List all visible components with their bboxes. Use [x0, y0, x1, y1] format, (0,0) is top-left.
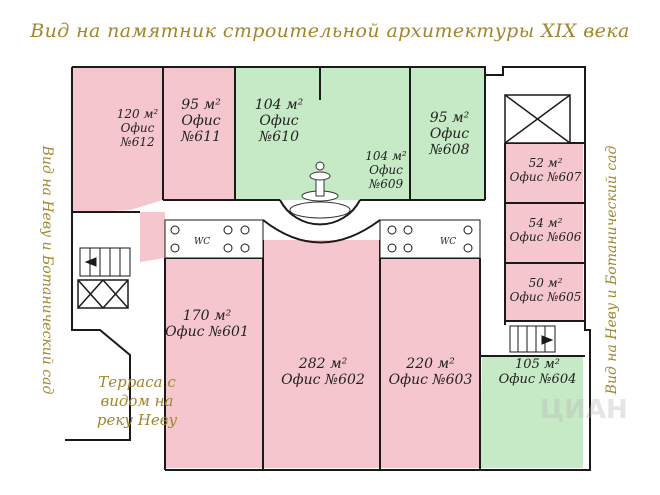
room-611-name: Офис №611	[181, 113, 221, 146]
room-612-fill[interactable]	[72, 67, 163, 212]
room-609-label[interactable]: 104 м² Офис №609	[355, 149, 417, 191]
room-603-name: Офис №603	[388, 372, 473, 389]
room-610-label[interactable]: 104 м² Офис №610	[238, 97, 320, 145]
room-610-area: 104 м²	[254, 97, 304, 113]
left-lower-fill	[130, 212, 165, 262]
room-607-name: Офис №607	[509, 169, 582, 184]
room-612-label[interactable]: 120 м² Офис №612	[110, 107, 165, 149]
room-605-area: 50 м²	[528, 276, 563, 290]
room-606-area: 54 м²	[528, 216, 563, 230]
wc-left-block	[164, 219, 264, 259]
room-607-label[interactable]: 52 м² Офис №607	[508, 156, 583, 185]
elevator-shaft-icon	[504, 94, 571, 144]
room-602-area: 282 м²	[298, 356, 348, 372]
room-611-label[interactable]: 95 м² Офис №611	[165, 97, 237, 145]
room-605-name: Офис №605	[509, 289, 582, 304]
room-605-label[interactable]: 50 м² Офис №605	[508, 276, 583, 305]
room-606-name: Офис №606	[509, 229, 582, 244]
room-609-area: 104 м²	[365, 149, 407, 163]
room-601-fill[interactable]	[165, 258, 263, 468]
fountain-icon	[289, 161, 351, 219]
room-604-fill[interactable]	[480, 356, 583, 468]
room-603-area: 220 м²	[406, 356, 455, 372]
room-604-label[interactable]: 105 м² Офис №604	[490, 357, 585, 388]
terrace-line-3: реку Неву	[96, 410, 178, 429]
room-608-fill[interactable]	[410, 67, 485, 200]
room-607-fill[interactable]	[505, 143, 583, 203]
room-612-name: Офис №612	[120, 120, 155, 149]
shaft-left-icon	[77, 279, 129, 309]
terrace-line-2: видом на	[100, 391, 174, 410]
page-title: Вид на памятник строительной архитектуры…	[30, 20, 630, 42]
room-605-fill[interactable]	[505, 263, 583, 321]
courtyard-arc-lower	[262, 219, 381, 244]
wc-right-block	[379, 219, 481, 259]
room-610-fill[interactable]	[235, 67, 320, 200]
room-607-area: 52 м²	[528, 156, 563, 170]
room-601-label[interactable]: 170 м² Офис №601	[152, 308, 262, 340]
room-606-fill[interactable]	[505, 203, 583, 263]
courtyard-arc	[279, 199, 361, 226]
room-609-fill[interactable]	[320, 67, 410, 200]
room-604-area: 105 м²	[515, 357, 560, 372]
stairs-right-icon	[509, 325, 556, 353]
room-610-name: Офис №610	[259, 113, 299, 146]
room-608-name: Офис №608	[429, 126, 470, 159]
wc-right-label: WC	[440, 237, 457, 247]
room-604-name: Офис №604	[498, 371, 577, 387]
watermark: ЦИАН	[540, 395, 628, 425]
room-603-fill[interactable]	[380, 258, 480, 468]
room-612-area: 120 м²	[116, 107, 159, 121]
room-608-area: 95 м²	[429, 110, 470, 126]
room-608-label[interactable]: 95 м² Офис №608	[412, 110, 487, 158]
terrace-line-1: Терраса с	[98, 373, 176, 391]
walls	[65, 66, 591, 471]
room-602-name: Офис №602	[281, 372, 365, 389]
wc-left-label: WC	[194, 237, 211, 247]
room-603-label[interactable]: 220 м² Офис №603	[378, 356, 483, 388]
room-611-fill[interactable]	[163, 67, 235, 200]
stairs-left-icon	[79, 247, 131, 277]
room-602-label[interactable]: 282 м² Офис №602	[268, 356, 378, 388]
room-609-name: Офис №609	[368, 162, 404, 191]
room-606-label[interactable]: 54 м² Офис №606	[508, 216, 583, 245]
room-fills	[72, 67, 583, 468]
terrace-label: Терраса с видом на реку Неву	[92, 373, 182, 429]
room-601-area: 170 м²	[182, 308, 232, 324]
room-601-name: Офис №601	[165, 324, 249, 341]
room-602-fill[interactable]	[263, 240, 380, 468]
room-611-area: 95 м²	[181, 97, 221, 113]
